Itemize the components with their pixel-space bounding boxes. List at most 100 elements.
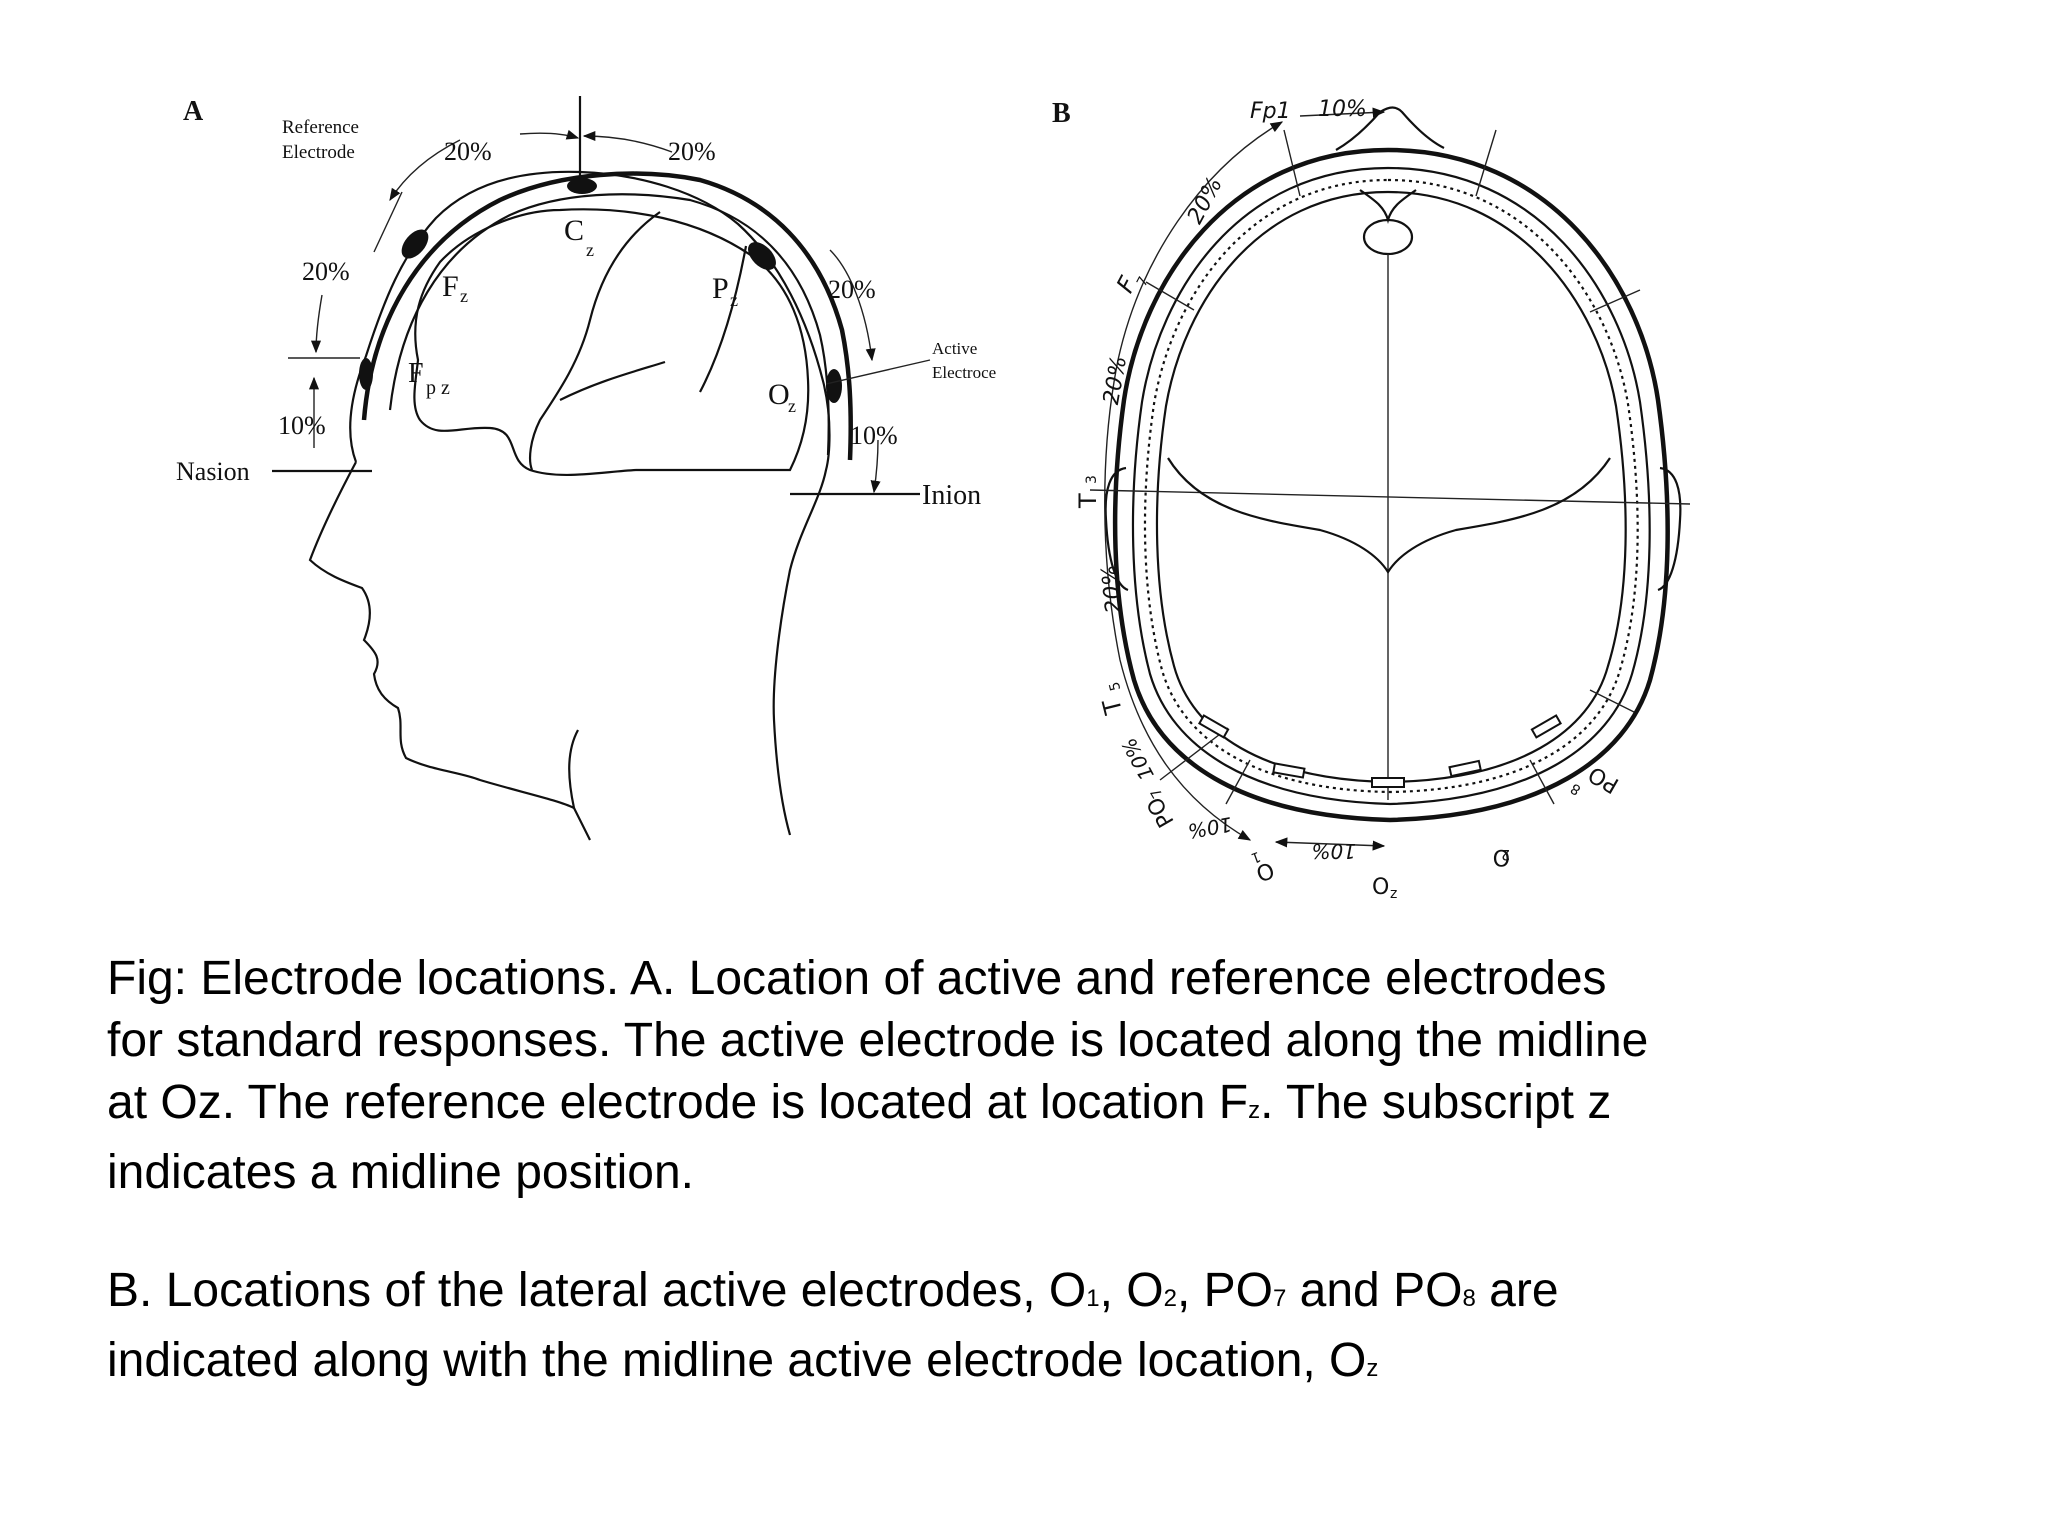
- o2-sub: 2: [1501, 846, 1510, 862]
- left-ear: [1104, 466, 1129, 592]
- head-profile-outline: [308, 170, 831, 836]
- active-electrode-label-1: Active: [932, 339, 977, 358]
- brain-outline: [413, 208, 810, 477]
- pz-label: P: [712, 272, 729, 305]
- left-measure-arc: [1104, 121, 1284, 841]
- p20-lower-label: 20%: [1097, 563, 1127, 614]
- electrode-pz: [748, 242, 776, 270]
- oz-sub: z: [788, 396, 796, 416]
- t3-label: T: [1074, 493, 1102, 509]
- electrode-fpz: [359, 358, 373, 390]
- caption-a-line-3: at Oz. The reference electrode is locate…: [107, 1072, 1967, 1142]
- cz-label: C: [564, 214, 584, 247]
- o1-sub: 1: [1249, 848, 1263, 866]
- caption-o1-subscript: 1: [1086, 1285, 1100, 1312]
- percent-label-20-left: 20%: [302, 257, 350, 286]
- active-pointer-line: [825, 359, 931, 385]
- electrode-box-o2: [1448, 759, 1482, 778]
- nose-outline: [1335, 106, 1445, 151]
- right-ear: [1657, 466, 1682, 592]
- electrode-location-figure: A Referen: [176, 96, 1691, 902]
- percent-label-20-top-left: 20%: [444, 137, 492, 166]
- arc-20-right: [582, 130, 673, 153]
- t5-sub: 5: [1107, 680, 1125, 693]
- caption-a-line-4: indicates a midline position.: [107, 1146, 694, 1199]
- caption-a-line-2: for standard responses. The active elect…: [107, 1014, 1649, 1067]
- caption-b-mid-3: and PO: [1286, 1264, 1463, 1317]
- p10-bottom-label: 10%: [1312, 839, 1356, 863]
- electrode-box-po8: [1530, 714, 1562, 739]
- neck-line: [573, 807, 591, 841]
- arc-20-left: [519, 129, 580, 140]
- oz-label-b: O: [1372, 875, 1389, 900]
- electrode-cz: [567, 178, 597, 194]
- fpz-sub: p z: [426, 377, 450, 399]
- caption-a-line-3-post: . The subscript z: [1260, 1076, 1612, 1129]
- p10-bottom-left-label: 10%: [1186, 812, 1234, 843]
- reference-electrode-label-1: Reference: [282, 117, 359, 138]
- frontal-fold: [1359, 189, 1417, 224]
- skull-outer: [1112, 147, 1670, 823]
- arc-active-right: [829, 249, 876, 362]
- skull-inner-3: [1155, 190, 1627, 784]
- caption-b-line-2-pre: indicated along with the midline active …: [107, 1334, 1367, 1387]
- caption-oz-subscript: z: [1366, 1355, 1379, 1382]
- caption-part-a: Fig: Electrode locations. A. Location of…: [107, 948, 1967, 1204]
- p20-upper-label: 20%: [1183, 173, 1228, 228]
- scalp-band: [361, 171, 853, 461]
- radial-f8: [1589, 289, 1641, 313]
- arc-ref-left: [389, 139, 461, 202]
- oz-sub-b: z: [1390, 886, 1397, 902]
- panel-a-letter: A: [183, 96, 204, 127]
- pz-sub: z: [730, 290, 738, 310]
- reference-electrode-label-2: Electrode: [282, 142, 355, 163]
- nasion-label: Nasion: [176, 457, 250, 486]
- arch-curve: [1167, 457, 1611, 575]
- fz-label: F: [442, 270, 459, 303]
- caption-fz-subscript: z: [1248, 1097, 1261, 1124]
- electrode-box-oz: [1371, 777, 1405, 788]
- panel-a-side-view: A Referen: [176, 96, 996, 841]
- radial-fp1: [1283, 129, 1301, 197]
- skull-inner-2: [1143, 178, 1639, 794]
- bottom-measure-arrow: [1274, 837, 1386, 851]
- caption-po8-subscript: 8: [1462, 1285, 1476, 1312]
- electrode-oz: [826, 369, 842, 403]
- percent-label-20-top-right: 20%: [668, 137, 716, 166]
- p10-top-label: 10%: [1318, 97, 1367, 122]
- caption-a-line-3-pre: at Oz. The reference electrode is locate…: [107, 1076, 1249, 1129]
- t3-t4-line: [1089, 489, 1691, 505]
- caption-b-mid-2: , PO: [1176, 1264, 1273, 1317]
- fpz-label: F: [408, 358, 424, 389]
- radial-f7: [1145, 281, 1195, 311]
- parietal-sulcus: [699, 245, 748, 393]
- oz-label: O: [768, 378, 790, 411]
- percent-label-20-right: 20%: [828, 275, 876, 304]
- cz-sub: z: [586, 240, 594, 260]
- caption-po7-subscript: 7: [1272, 1285, 1287, 1312]
- electrode-fz: [401, 229, 429, 259]
- caption-o2-subscript: 2: [1163, 1285, 1177, 1312]
- fz-sub: z: [460, 286, 468, 306]
- po7-label: PO: [1143, 792, 1180, 831]
- ref-pointer-line: [373, 191, 403, 253]
- caption-part-b: B. Locations of the lateral active elect…: [107, 1260, 1967, 1400]
- lateral-sulcus: [559, 360, 666, 401]
- caption-b-mid-1: , O: [1099, 1264, 1164, 1317]
- arc-10-right: [870, 439, 881, 494]
- caption-a-line-1: Fig: Electrode locations. A. Location of…: [107, 952, 1607, 1005]
- active-electrode-label-2: Electroce: [932, 363, 996, 382]
- percent-label-10-right: 10%: [850, 421, 898, 450]
- electrode-box-po7: [1198, 714, 1230, 739]
- radial-po7: [1159, 727, 1229, 781]
- po8-sub: 8: [1568, 780, 1584, 798]
- t5-label: T: [1097, 696, 1128, 718]
- scalp-band-inner: [388, 193, 830, 456]
- percent-label-10-left: 10%: [278, 411, 326, 440]
- radial-fp2: [1475, 129, 1497, 197]
- caption-b-line-1-pre: B. Locations of the lateral active elect…: [107, 1264, 1087, 1317]
- radial-po8: [1589, 689, 1635, 713]
- panel-b-top-view: B: [1052, 97, 1691, 902]
- electrode-box-o1: [1272, 762, 1306, 779]
- caption-b-line-2: indicated along with the midline active …: [107, 1330, 1967, 1400]
